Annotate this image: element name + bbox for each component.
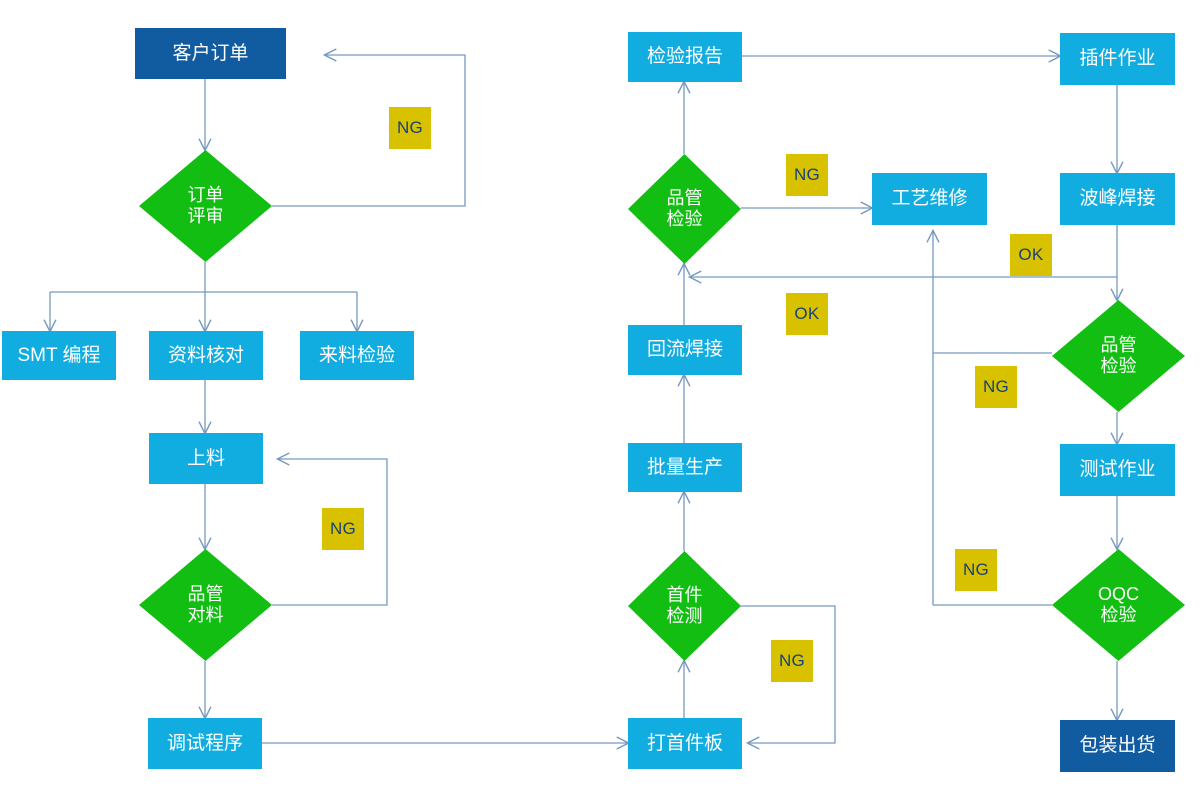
diamond-shape (1052, 549, 1185, 661)
edge-label-ng-qc-left: NG (786, 154, 828, 196)
node-mass-production-label: 批量生产 (646, 456, 723, 478)
node-first-article[interactable]: 首件 检测 (628, 551, 741, 661)
node-incoming-inspect-label: 来料检验 (318, 344, 395, 366)
node-order-review[interactable]: 订单 评审 (139, 150, 272, 262)
edge-label-ng-order-review: NG (389, 107, 431, 149)
edge-label-ng-first-article: NG (771, 640, 813, 682)
node-dip-assembly[interactable]: 插件作业 (1060, 33, 1175, 85)
node-data-check-label: 资料核对 (167, 344, 244, 366)
node-package-ship[interactable]: 包装出货 (1060, 720, 1175, 772)
node-oqc-inspect-label: OQC 检验 (1097, 584, 1139, 625)
edge-label-ok-qc-left: OK (786, 293, 828, 335)
node-first-board-label: 打首件板 (646, 732, 723, 754)
node-smt-program[interactable]: SMT 编程 (2, 331, 116, 380)
node-qc-material-label: 品管 对料 (187, 584, 224, 625)
edge-label-ng-qc-material: NG (322, 508, 364, 550)
edge-review-ng-to-order (272, 55, 466, 207)
diamond-shape (139, 549, 272, 661)
node-debug-program[interactable]: 调试程序 (148, 718, 262, 769)
node-qc-inspect-left[interactable]: 品管 检验 (628, 154, 741, 264)
node-qc-inspect-left-label: 品管 检验 (666, 188, 703, 229)
node-customer-order-label: 客户订单 (172, 42, 249, 64)
edge-label-ng-oqc: NG (955, 549, 997, 591)
node-package-ship-label: 包装出货 (1079, 735, 1156, 757)
node-qc-inspect-right-label: 品管 检验 (1100, 335, 1137, 376)
node-process-repair-label: 工艺维修 (891, 188, 968, 210)
node-test-operation-label: 测试作业 (1079, 459, 1156, 481)
diamond-shape (628, 551, 741, 661)
node-process-repair[interactable]: 工艺维修 (872, 173, 987, 225)
node-qc-inspect-right[interactable]: 品管 检验 (1052, 300, 1185, 412)
node-mass-production[interactable]: 批量生产 (628, 443, 742, 492)
node-order-review-label: 订单 评审 (187, 185, 224, 226)
node-incoming-inspect[interactable]: 来料检验 (300, 331, 414, 380)
node-reflow-solder[interactable]: 回流焊接 (628, 325, 742, 375)
node-smt-program-label: SMT 编程 (17, 344, 101, 366)
node-customer-order[interactable]: 客户订单 (135, 28, 286, 79)
node-wave-solder[interactable]: 波峰焊接 (1060, 173, 1175, 225)
edge-label-ok-wave-solder: OK (1010, 234, 1052, 276)
node-qc-material[interactable]: 品管 对料 (139, 549, 272, 661)
node-wave-solder-label: 波峰焊接 (1079, 188, 1156, 210)
edge-qcmaterial-ng-loading (272, 459, 388, 606)
edge-label-ng-qc-right: NG (975, 366, 1017, 408)
diamond-shape (1052, 300, 1185, 412)
node-reflow-solder-label: 回流焊接 (646, 339, 723, 361)
node-first-board[interactable]: 打首件板 (628, 718, 742, 769)
node-inspect-report-label: 检验报告 (646, 46, 723, 68)
diamond-shape (139, 150, 272, 262)
node-dip-assembly-label: 插件作业 (1079, 48, 1156, 70)
node-debug-program-label: 调试程序 (166, 732, 243, 754)
diamond-shape (628, 154, 741, 264)
node-loading-label: 上料 (186, 447, 225, 469)
node-inspect-report[interactable]: 检验报告 (628, 32, 742, 82)
node-test-operation[interactable]: 测试作业 (1060, 444, 1175, 496)
node-oqc-inspect[interactable]: OQC 检验 (1052, 549, 1185, 661)
node-data-check[interactable]: 资料核对 (149, 331, 263, 380)
edge-firstarticle-ng-firstboard (741, 605, 836, 743)
node-loading[interactable]: 上料 (149, 433, 263, 484)
node-first-article-label: 首件 检测 (666, 585, 703, 626)
